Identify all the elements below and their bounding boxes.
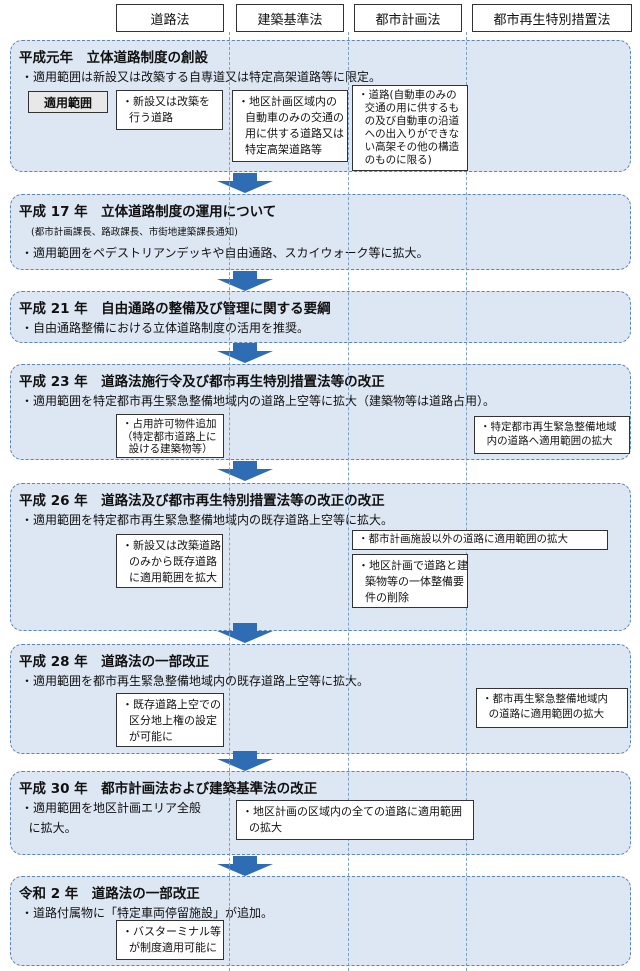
box-line: が制度適用可能に [122,941,217,954]
box-line: ・都市再生緊急整備地域内 [482,693,608,705]
box-line: ・占用許可物件追加 [122,418,217,430]
box-building-law-wide: ・地区計画の区域内の全ての道路に適用範囲 の拡大 [236,800,474,840]
box-line: ・バスターミナル等 [122,925,221,938]
section-title: 平成 26 年 道路法及び都市再生特別措置法等の改正の改正 [19,493,385,509]
box-line: ・特定都市再生緊急整備地域 [480,421,617,433]
header-city-planning-law: 都市計画法 [354,4,462,32]
box-road-law: ・新設又は改築道路 のみから既存道路 に適用範囲を拡大 [116,534,223,588]
box-line: 交通の用に供するも [358,102,460,114]
scope-box-city-planning-law: ・道路(自動車のみの 交通の用に供するも の及び自動車の沿道 への出入りができな… [352,85,468,171]
box-road-law: ・既存道路上空での 区分地上権の設定 が可能に [116,693,224,747]
section-title: 令和 2 年 道路法の一部改正 [19,886,200,902]
section-bullet: ・自由通路整備における立体道路制度の活用を推奨。 [21,321,310,335]
box-city-planning-wide: ・都市計画施設以外の道路に適用範囲の拡大 [352,530,608,550]
section-title: 平成元年 立体道路制度の創設 [19,50,208,66]
section-bullet: ・道路付属物に「特定車両停留施設」が追加。 [21,906,274,920]
scope-tag: 適用範囲 [28,91,108,113]
box-line: 行う道路 [122,111,173,124]
section-h28: 平成 28 年 道路法の一部改正 ・適用範囲を都市再生緊急整備地域内の既存道路上… [10,644,631,754]
flow-arrow [215,751,275,771]
section-title: 平成 17 年 立体道路制度の運用について [19,204,277,220]
column-divider [348,32,349,971]
box-line: い高架その他の構造 [358,141,460,153]
box-line: のみから既存道路 [122,555,217,568]
section-r2: 令和 2 年 道路法の一部改正 ・道路付属物に「特定車両停留施設」が追加。 [10,876,631,966]
section-bullet: ・適用範囲は新設又は改築する自専道又は特定高架道路等に限定。 [21,70,382,84]
header-road-law: 道路法 [116,4,224,32]
box-line: ・新設又は改築道路 [122,539,221,552]
bullet-line: ・適用範囲を地区計画エリア全般 [21,801,202,815]
flow-arrow [215,271,275,291]
section-title: 平成 30 年 都市計画法および建築基準法の改正 [19,781,318,797]
scope-box-road-law: ・新設又は改築を 行う道路 [116,90,223,130]
flow-arrow [215,623,275,643]
box-line: が可能に [122,730,173,743]
section-bullet: ・適用範囲を特定都市再生緊急整備地域内の道路上空等に拡大（建築物等は道路占用）。 [21,394,496,408]
box-line: の道路に適用範囲の拡大 [482,708,605,720]
box-line: ・地区計画区域内の [238,95,337,108]
section-bullet: ・適用範囲を都市再生緊急整備地域内の既存道路上空等に拡大。 [21,674,370,688]
box-city-planning: ・地区計画で道路と建 築物等の一体整備要 件の削除 [352,554,468,608]
section-title: 平成 23 年 道路法施行令及び都市再生特別措置法等の改正 [19,374,385,390]
header-building-law: 建築基準法 [236,4,344,32]
box-line: 自動車のみの交通の [238,111,344,124]
box-line: 区分地上権の設定 [122,714,217,727]
box-road-law: ・占用許可物件追加 （特定都市道路上に 設ける建築物等） [116,414,224,458]
box-line: 特定高架道路等 [238,143,322,156]
box-line: の拡大 [242,821,282,834]
section-note: (都市計画課長、路政課長、市街地建築課長通知) [31,227,238,238]
flow-arrow [215,461,275,481]
box-line: ・既存道路上空での [122,698,221,711]
box-line: のものに限る) [358,154,432,166]
section-h17: 平成 17 年 立体道路制度の運用について (都市計画課長、路政課長、市街地建築… [10,194,631,270]
box-urban-renaissance-law: ・都市再生緊急整備地域内 の道路に適用範囲の拡大 [476,688,628,728]
section-bullet: ・適用範囲を特定都市再生緊急整備地域内の既存道路上空等に拡大。 [21,513,394,527]
box-urban-renaissance-law: ・特定都市再生緊急整備地域 内の道路へ適用範囲の拡大 [474,416,630,454]
box-line: の及び自動車の沿道 [358,115,460,127]
box-line: 設ける建築物等） [122,443,213,455]
box-road-law: ・バスターミナル等 が制度適用可能に [116,920,224,960]
box-line: への出入りができな [358,128,460,140]
section-title: 平成 21 年 自由通路の整備及び管理に関する要綱 [19,301,331,317]
flow-arrow [215,343,275,363]
box-line: ・地区計画の区域内の全ての道路に適用範囲 [242,805,462,818]
header-urban-renaissance-law: 都市再生特別措置法 [472,4,632,32]
column-divider [466,32,467,971]
box-line: （特定都市道路上に [122,430,217,443]
section-h21: 平成 21 年 自由通路の整備及び管理に関する要綱 ・自由通路整備における立体道… [10,291,631,343]
box-line: 用に供する道路又は [238,127,344,140]
bullet-line: に拡大。 [21,821,77,835]
section-title: 平成 28 年 道路法の一部改正 [19,654,210,670]
section-bullet: ・適用範囲をペデストリアンデッキや自由通路、スカイウォーク等に拡大。 [21,246,429,260]
flow-arrow [215,173,275,193]
box-line: ・地区計画で道路と建 [358,559,468,572]
flow-arrow [215,856,275,876]
scope-box-building-law: ・地区計画区域内の 自動車のみの交通の 用に供する道路又は 特定高架道路等 [232,90,348,162]
section-bullet: ・適用範囲を地区計画エリア全般 に拡大。 [21,798,201,838]
column-divider [229,32,230,971]
box-line: ・道路(自動車のみの [358,89,457,101]
box-line: ・都市計画施設以外の道路に適用範囲の拡大 [358,533,568,545]
box-line: 件の削除 [358,591,409,604]
box-line: 内の道路へ適用範囲の拡大 [480,435,613,447]
box-line: ・新設又は改築を [122,95,210,108]
section-h26: 平成 26 年 道路法及び都市再生特別措置法等の改正の改正 ・適用範囲を特定都市… [10,483,631,631]
box-line: に適用範囲を拡大 [122,571,217,584]
box-line: 築物等の一体整備要 [358,575,464,588]
